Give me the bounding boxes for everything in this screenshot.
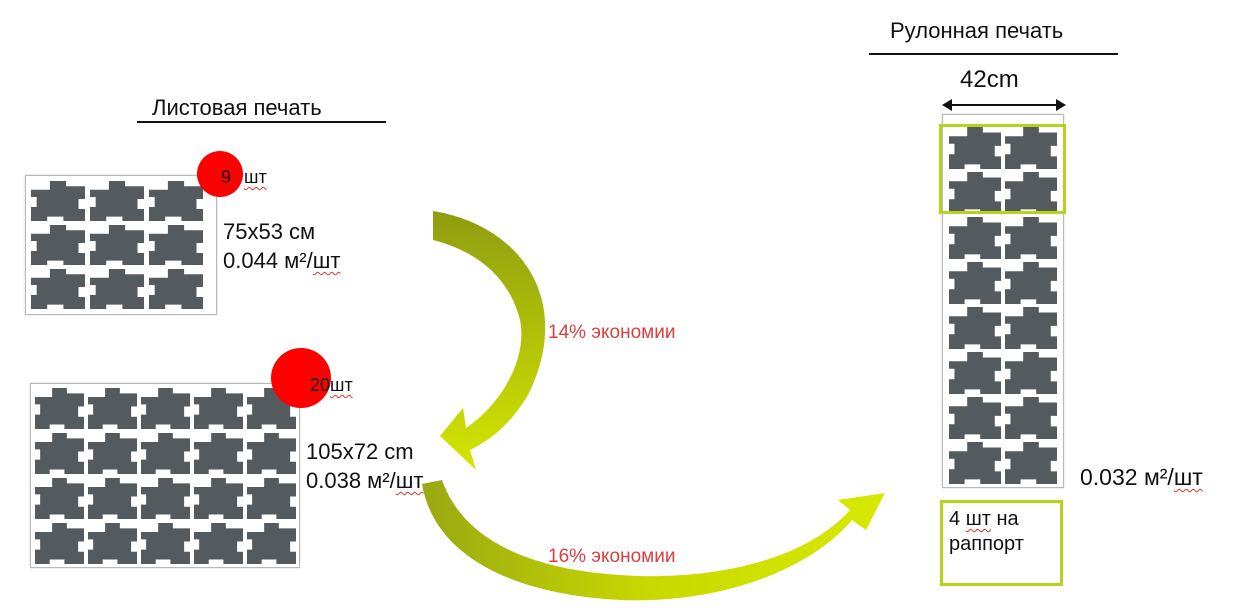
small-count-number: 9	[221, 167, 232, 187]
roll-strip	[942, 114, 1064, 488]
print-tile	[1005, 352, 1057, 394]
repeat-note-line1: 4 шт на	[949, 508, 1019, 530]
print-tile	[90, 269, 144, 309]
large-sheet-info: 105x72 cm 0.038 м²/шт	[306, 437, 423, 495]
large-count-unit: шт	[330, 375, 353, 395]
small-sheet	[25, 175, 217, 315]
roll-width-dimension	[942, 99, 1066, 111]
print-tile	[31, 181, 85, 221]
large-sheet-tiles	[35, 388, 296, 564]
large-count-badge	[271, 348, 331, 408]
savings-second-label: 16% экономии	[548, 546, 676, 567]
print-tile	[1005, 442, 1057, 484]
repeat-note-box: 4 шт на раппорт	[940, 500, 1063, 586]
print-tile	[949, 262, 1001, 304]
print-tile	[90, 181, 144, 221]
large-sheet-size: 105x72 cm	[306, 439, 414, 464]
print-tile	[949, 127, 1001, 169]
large-count-number: 20	[310, 375, 331, 395]
roll-width-label: 42cm	[960, 66, 1019, 93]
print-tile	[31, 225, 85, 265]
print-tile	[949, 172, 1001, 214]
print-tile	[1005, 127, 1057, 169]
small-count-unit: шт	[244, 167, 267, 187]
large-count-label: 20шт	[310, 375, 353, 396]
roll-strip-tiles	[949, 127, 1057, 484]
print-tile	[149, 269, 203, 309]
savings-first-label: 14% экономии	[548, 322, 676, 343]
print-tile	[141, 433, 190, 474]
small-sheet-size: 75x53 см	[223, 219, 316, 244]
print-tile	[1005, 262, 1057, 304]
print-tile	[1005, 307, 1057, 349]
print-tile	[90, 225, 144, 265]
print-tile	[1005, 217, 1057, 259]
print-tile	[194, 478, 243, 519]
print-tile	[949, 397, 1001, 439]
print-tile	[1005, 397, 1057, 439]
print-tile	[1005, 172, 1057, 214]
print-tile	[949, 217, 1001, 259]
roll-print-title: Рулонная печать	[890, 18, 1064, 43]
large-sheet-area: 0.038 м²/шт	[306, 468, 424, 493]
arrow-to-large-sheet	[433, 211, 546, 470]
arrow-to-roll-print	[422, 480, 885, 601]
repeat-note-line2: раппорт	[949, 533, 1024, 555]
print-tile	[31, 269, 85, 309]
print-tile	[88, 388, 137, 429]
print-tile	[35, 523, 84, 564]
print-tile	[949, 442, 1001, 484]
print-tile	[194, 523, 243, 564]
print-tile	[247, 433, 296, 474]
small-count-label: 9 шт	[221, 167, 267, 188]
small-sheet-area: 0.044 м²/шт	[223, 248, 341, 273]
print-tile	[88, 433, 137, 474]
print-tile	[141, 388, 190, 429]
print-tile	[141, 523, 190, 564]
small-sheet-tiles	[31, 181, 203, 309]
roll-print-title-underline	[869, 53, 1118, 55]
print-tile	[141, 478, 190, 519]
print-tile	[194, 388, 243, 429]
print-tile	[35, 388, 84, 429]
print-tile	[949, 307, 1001, 349]
large-sheet	[30, 383, 300, 568]
roll-area-label: 0.032 м²/шт	[1080, 464, 1203, 490]
print-tile	[149, 225, 203, 265]
print-tile	[88, 478, 137, 519]
small-sheet-info: 75x53 см 0.044 м²/шт	[223, 217, 340, 275]
print-tile	[194, 433, 243, 474]
print-tile	[247, 523, 296, 564]
print-tile	[149, 181, 203, 221]
print-tile	[949, 352, 1001, 394]
print-tile	[35, 478, 84, 519]
repeat-highlight-box	[939, 124, 1066, 214]
sheet-print-title-underline	[137, 121, 386, 123]
print-tile	[35, 433, 84, 474]
small-count-badge	[197, 151, 243, 197]
print-tile	[88, 523, 137, 564]
print-tile	[247, 478, 296, 519]
sheet-print-title: Листовая печать	[152, 95, 322, 120]
